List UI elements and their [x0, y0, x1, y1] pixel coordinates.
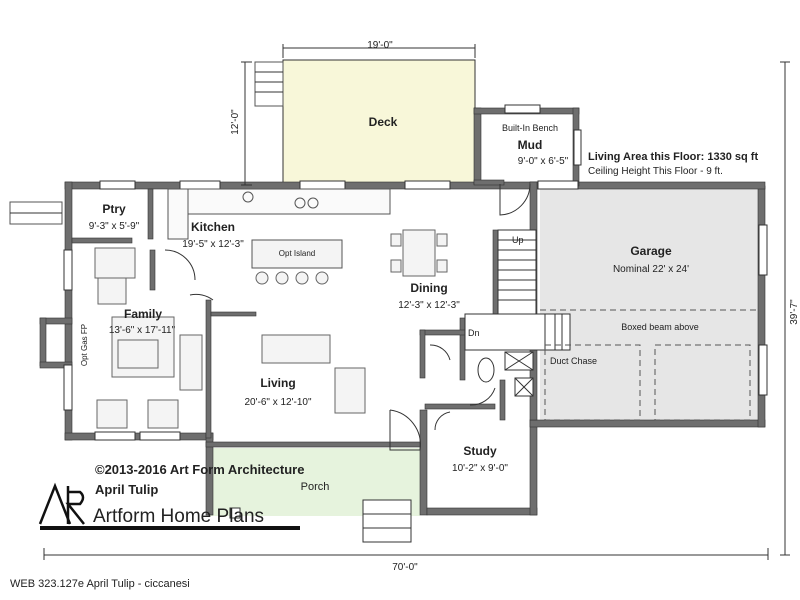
study-size: 10'-2" x 9'-0": [452, 463, 508, 474]
kitchen-size: 19'-5" x 12'-3": [182, 239, 244, 250]
plan-name-text: April Tulip: [95, 482, 158, 497]
deck-steps: [254, 61, 284, 107]
opt-gas-fp-label: Opt Gas FP: [80, 324, 89, 366]
kitchen-label: Kitchen: [191, 220, 235, 234]
stairs: [464, 229, 571, 351]
garage-doors: [540, 309, 758, 421]
porch-label: Porch: [301, 481, 330, 493]
mud-label: Mud: [518, 138, 543, 152]
family-furniture: [94, 247, 203, 429]
kitchen-island: [251, 239, 343, 269]
logo-text: Artform Home Plans: [93, 506, 264, 527]
deck-width-dim: 19'-0": [367, 40, 393, 51]
dimension-lines: [43, 44, 790, 560]
study-label: Study: [463, 444, 497, 458]
built-in-bench-label: Built-In Bench: [502, 123, 558, 133]
door-swings: [164, 183, 531, 451]
deck-depth-dim: 12'-0": [230, 109, 241, 135]
family-size: 13'-6" x 17'-11": [109, 325, 176, 336]
pantry-label: Ptry: [102, 202, 126, 216]
dining-label: Dining: [410, 281, 447, 295]
watermark-text: WEB 323.127e April Tulip - ciccanesi: [10, 578, 190, 590]
living-area-info: Living Area this Floor: 1330 sq ft: [588, 151, 758, 163]
dining-size: 12'-3" x 12'-3": [398, 300, 460, 311]
stair-up-label: Up: [512, 235, 524, 245]
boxed-beam-label: Boxed beam above: [621, 322, 699, 332]
garage-floor: [540, 188, 760, 426]
ceiling-height-info: Ceiling Height This Floor - 9 ft.: [588, 166, 723, 177]
family-label: Family: [124, 307, 162, 321]
garage-label: Garage: [630, 244, 672, 258]
opt-island-label: Opt Island: [279, 249, 315, 258]
interior-walls: [71, 179, 506, 439]
dining-table: [390, 229, 448, 277]
windows: [63, 104, 768, 441]
pantry-size: 9'-3" x 5'-9": [89, 221, 140, 232]
kitchen-counters: [167, 188, 391, 240]
artform-logo-icon: [38, 482, 85, 525]
garage-size: Nominal 22' x 24': [613, 264, 689, 275]
stair-dn-label: Dn: [468, 328, 480, 338]
deck-area: [282, 59, 476, 186]
overall-width-dim: 70'-0": [392, 562, 418, 573]
mud-size: 9'-0" x 6'-5": [518, 156, 569, 167]
living-label: Living: [260, 376, 295, 390]
overall-depth-dim: 39'-7": [789, 299, 800, 325]
copyright-text: ©2013-2016 Art Form Architecture: [95, 462, 304, 477]
living-size: 20'-6" x 12'-10": [244, 397, 312, 408]
duct-chase-label: Duct Chase: [550, 356, 597, 366]
living-furniture: [261, 334, 366, 414]
porch-steps: [362, 499, 412, 543]
deck-label: Deck: [369, 115, 398, 129]
